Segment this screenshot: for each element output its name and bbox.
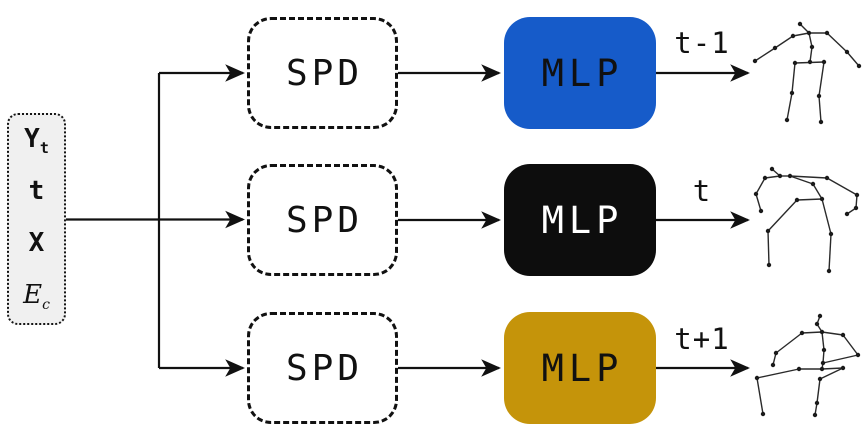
- spd-label: SPD: [285, 52, 364, 94]
- spd-box-bottom: SPD: [247, 312, 398, 424]
- spd-box-middle: SPD: [247, 164, 398, 276]
- output-time-label-top: t-1: [674, 26, 730, 60]
- input-label-x: X: [28, 227, 45, 258]
- spd-label: SPD: [285, 199, 364, 241]
- skeleton-pose-bottom: [754, 313, 861, 418]
- mlp-box-middle: MLP: [504, 164, 656, 276]
- input-block: Yt t X Ec: [7, 113, 66, 325]
- output-time-label-bottom: t+1: [674, 322, 730, 356]
- skeleton-pose-middle: [753, 166, 860, 274]
- input-label-t: t: [28, 175, 45, 206]
- output-time-label-middle: t: [692, 174, 712, 208]
- mlp-label: MLP: [541, 198, 624, 242]
- skeleton-pose-top: [752, 21, 862, 125]
- mlp-label: MLP: [541, 51, 624, 95]
- mlp-label: MLP: [541, 346, 624, 390]
- spd-box-top: SPD: [247, 17, 398, 129]
- spd-label: SPD: [285, 347, 364, 389]
- input-label-yt: Yt: [24, 123, 49, 158]
- mlp-box-bottom: MLP: [504, 312, 656, 424]
- mlp-box-top: MLP: [504, 17, 656, 129]
- input-label-ec: Ec: [23, 279, 50, 314]
